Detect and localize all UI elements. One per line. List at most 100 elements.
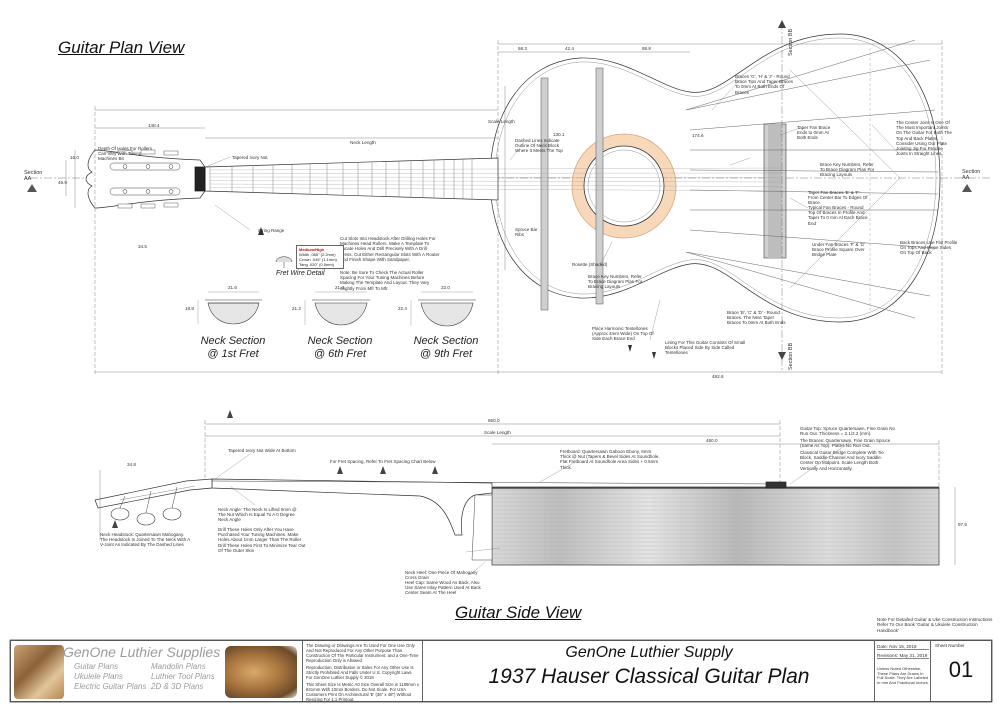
plan-view-heading: Guitar Plan View	[58, 38, 185, 57]
note-typical-fan: Typical Fan Braces - Round Top Of Braces…	[808, 205, 868, 226]
section-aa-right: Section AA	[962, 169, 981, 181]
note-rosette: Rosette (Shaded)	[572, 262, 608, 267]
neck-section-9-side-dim: 22.4	[398, 306, 407, 311]
neck-profile-6	[312, 299, 370, 326]
tuner-slot-upper	[109, 162, 181, 171]
note-bridge: Classical Guitar Bridge Complete With Ti…	[800, 450, 884, 471]
section-bb-top: Section BB	[788, 28, 794, 56]
neck-section-9-sub: @ 9th Fret	[419, 348, 473, 360]
side-dim-depth: 97.5	[958, 522, 967, 527]
note-lining: Lining For This Guitar Consists Of Small…	[665, 340, 746, 356]
plan-view	[27, 20, 990, 376]
harmonic-bar-2	[595, 67, 604, 305]
neck-section-9-title: Neck Section	[413, 335, 479, 347]
brand-guitar-photo	[225, 646, 297, 698]
dim-w5: 174.6	[692, 133, 704, 138]
plan-dimensions	[65, 40, 943, 376]
sheet-panel: Sheet Number 01	[931, 641, 991, 701]
dim-scale-plan: Scale Length	[488, 119, 515, 124]
harmonic-bar-1	[540, 77, 549, 311]
side-dim-head: 34.8	[127, 462, 136, 467]
note-ivory-nut: Tapered Ivory Nut	[232, 155, 268, 160]
dim-upper-b: 42.4	[565, 46, 574, 51]
fan-braces	[685, 39, 939, 319]
note-headstock-joint: Neck Headstock: Quartersawn Mahogany. Th…	[100, 532, 190, 548]
side-view-heading: Guitar Side View	[455, 603, 582, 622]
headstock-side	[94, 478, 213, 509]
brand-panel: GenOne Luthier Supplies Guitar Plans Uku…	[11, 641, 303, 701]
nut	[194, 166, 206, 192]
side-view	[94, 410, 956, 576]
fret-lines	[209, 158, 473, 200]
brand-item: Electric Guitar Plans	[74, 682, 147, 691]
date-text: Date: Nov 15, 2018	[877, 644, 929, 651]
tuner-slot-lower	[109, 187, 181, 196]
neck-section-6-top-dim: 21.4	[335, 285, 344, 290]
sheet-number: 01	[948, 657, 974, 682]
note-nut-wide: Tapered Ivory Nut Wide At Bottom	[228, 448, 296, 453]
neck-section-1-top-dim: 21.6	[228, 285, 237, 290]
fret-wire-icon	[275, 256, 293, 268]
brand-photo	[14, 645, 64, 699]
legal-text-3: This Sheet Size Is Metric A0 Size Overal…	[306, 682, 419, 702]
date-panel: Note For Detailed Guitar & Uke Construct…	[875, 617, 992, 701]
neck-section-9-top-dim: 22.0	[441, 285, 450, 290]
note-drill-holes: Drill These Holes Only After You Have Pu…	[218, 527, 306, 553]
brand-item: Luthier Tool Plans	[151, 672, 215, 681]
dim-overall: 482.6	[712, 374, 724, 379]
fret-legend-row: Tang .020" (0.5mm)	[299, 262, 334, 267]
neck-section-9: Neck Section @ 9th Fret	[406, 335, 486, 361]
neck-profile-9	[418, 299, 476, 327]
note-brace-key-left: Brace Key Numbers, Refer To Brace Diagra…	[588, 274, 643, 290]
strings	[209, 167, 781, 192]
fret-legend-header: Medium/High	[299, 247, 325, 252]
neck-section-6-sub: @ 6th Fret	[313, 348, 367, 360]
neck-profile-1	[205, 299, 262, 325]
neck-section-1-side-dim: 18.8	[185, 306, 194, 311]
title-panel: GenOne Luthier Supply 1937 Hauser Classi…	[423, 641, 875, 701]
note-cut-slots: Cut Slots Into Headstock After Drilling …	[340, 236, 440, 262]
neck-section-6-side-dim: 21.2	[292, 306, 301, 311]
neck-section-1: Neck Section @ 1st Fret	[193, 335, 273, 361]
dim-w2: 34.5	[138, 244, 147, 249]
brand-list-left: Guitar Plans Ukulele Plans Electric Guit…	[74, 662, 146, 692]
brand-item: 2D & 3D Plans	[151, 682, 204, 691]
tuner-rollers	[110, 507, 182, 526]
fret-wire-legend: Medium/High Width .085" (2.2mm) Crown .0…	[296, 245, 344, 269]
note-center-joint: The Center Joint Is One Of The Most Impo…	[896, 120, 952, 157]
note-heel-cap: Heel Cap: Same Wood As Back, Also Use Sa…	[405, 580, 481, 596]
bridge-side	[765, 481, 787, 489]
note-fan-ef: Taper Fan Braces 'E' & 'F' From Center B…	[808, 190, 868, 206]
note-neck-heel: Neck Heel: One Piece Of Mahogany Cross G…	[405, 570, 478, 581]
legal-text-2: Reproduction, Distribution or Sales For …	[306, 665, 414, 680]
dim-w3: 49.9	[58, 180, 67, 185]
note-back-braces: Back Braces Use Flat Profile On Tops And…	[900, 240, 958, 256]
dim-w1: 16.0	[70, 155, 79, 160]
dim-neck-length: Neck Length	[350, 140, 376, 145]
note-neck-block: Dashed Lines Indicate Outline Of Neck Bl…	[515, 138, 563, 154]
legal-text-1: The Drawing or Drawings Are To Used For …	[306, 643, 419, 663]
note-roller-depth: Depth Of Holes For Rollers Can Vary With…	[98, 146, 153, 162]
note-spruce-bar: Spruce Bar Ribs	[515, 227, 538, 238]
side-dim-body: 480.0	[706, 438, 718, 443]
fret-legend-row: Crown .045" (1.1mm)	[299, 257, 337, 262]
section-bb-bottom: Section BB	[788, 342, 794, 370]
note-taper-fan: Taper Fan Brace Ends to 0mm At Both Ends	[797, 125, 831, 141]
revisions-text: Revisions: May 31, 2019	[877, 653, 929, 660]
section-aa-left: Section AA	[24, 170, 43, 182]
dim-upper-a: 58.3	[518, 46, 527, 51]
brand-item: Guitar Plans	[74, 662, 119, 671]
note-braces-ghj: Braces 'G', 'H' & 'J' - Round Brace Tips…	[735, 74, 793, 95]
note-string-range: String Range	[258, 228, 285, 233]
neck-section-1-sub: @ 1st Fret	[207, 348, 259, 360]
side-dim-scale: Scale Length	[484, 430, 511, 435]
neck-profiles	[197, 291, 476, 327]
brand-list-right: Mandolin Plans Luthier Tool Plans 2D & 3…	[151, 662, 215, 692]
note-fret-spacing: For Fret Spacing, Refer To Fret Spacing …	[330, 459, 436, 464]
dim-upper-c: 88.8	[642, 46, 651, 51]
title-block: GenOne Luthier Supplies Guitar Plans Uku…	[10, 617, 992, 702]
note-tentellones: Place Harmonic Tentellones (Approx 4mm W…	[592, 326, 654, 342]
note-neck-angle: Neck Angle: The Neck Is Lifted 0mm @ The…	[218, 507, 297, 523]
note-braces-bcd: Brace 'B', 'C' & 'D' - Round Braces. The…	[727, 310, 786, 326]
